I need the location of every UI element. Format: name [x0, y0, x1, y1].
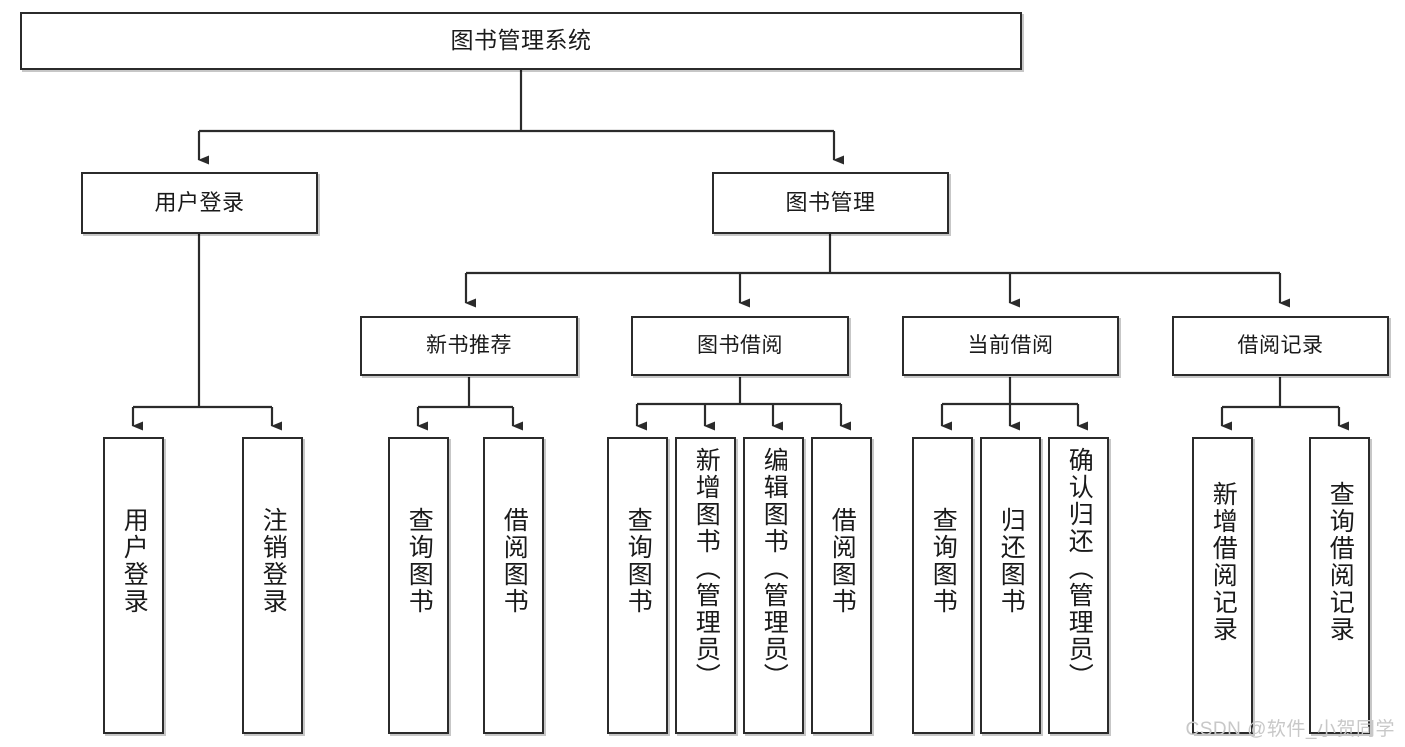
node-root-label: 图书管理系统 [450, 27, 592, 54]
leaf-label: 注销登录 [259, 507, 288, 615]
leaf-book-borrow-borrow-book[interactable]: 借阅图书 [811, 437, 872, 734]
node-book-borrow-label: 图书借阅 [697, 334, 783, 358]
leaf-label: 归还图书 [997, 507, 1026, 615]
leaf-user-login-logout[interactable]: 注销登录 [242, 437, 303, 734]
leaf-label: 查询借阅记录 [1326, 481, 1355, 643]
leaf-new-book-borrow-book[interactable]: 借阅图书 [483, 437, 544, 734]
node-borrow-records-label: 借阅记录 [1237, 334, 1324, 358]
leaf-label: 确认归还（管理员） [1065, 447, 1094, 690]
node-book-management-label: 图书管理 [785, 189, 876, 215]
node-current-borrow-label: 当前借阅 [967, 334, 1054, 358]
node-book-borrow[interactable]: 图书借阅 [631, 316, 849, 376]
leaf-records-add-record[interactable]: 新增借阅记录 [1192, 437, 1253, 734]
node-current-borrow[interactable]: 当前借阅 [902, 316, 1119, 376]
node-user-login[interactable]: 用户登录 [81, 172, 318, 234]
leaf-records-query-record[interactable]: 查询借阅记录 [1309, 437, 1370, 734]
leaf-label: 编辑图书（管理员） [760, 447, 789, 690]
leaf-label: 借阅图书 [828, 507, 857, 615]
leaf-new-book-query-book[interactable]: 查询图书 [388, 437, 449, 734]
leaf-user-login-login[interactable]: 用户登录 [103, 437, 164, 734]
leaf-current-borrow-return-book[interactable]: 归还图书 [980, 437, 1041, 734]
leaf-label: 查询图书 [405, 507, 434, 615]
leaf-current-borrow-confirm-return-admin[interactable]: 确认归还（管理员） [1048, 437, 1109, 734]
leaf-label: 借阅图书 [500, 507, 529, 615]
leaf-label: 用户登录 [120, 507, 149, 615]
leaf-current-borrow-query-book[interactable]: 查询图书 [912, 437, 973, 734]
leaf-book-borrow-add-book-admin[interactable]: 新增图书（管理员） [675, 437, 736, 734]
node-root[interactable]: 图书管理系统 [20, 12, 1022, 70]
leaf-label: 查询图书 [929, 507, 958, 615]
leaf-label: 新增借阅记录 [1209, 481, 1238, 643]
node-new-book-recommend-label: 新书推荐 [426, 334, 512, 358]
leaf-label: 新增图书（管理员） [692, 447, 721, 690]
leaf-book-borrow-edit-book-admin[interactable]: 编辑图书（管理员） [743, 437, 804, 734]
node-book-management[interactable]: 图书管理 [712, 172, 949, 234]
node-user-login-label: 用户登录 [154, 189, 245, 215]
csdn-watermark: CSDN @软件_小贺同学 [1185, 719, 1395, 740]
leaf-book-borrow-query-book[interactable]: 查询图书 [607, 437, 668, 734]
leaf-label: 查询图书 [624, 507, 653, 615]
node-new-book-recommend[interactable]: 新书推荐 [360, 316, 578, 376]
node-borrow-records[interactable]: 借阅记录 [1172, 316, 1389, 376]
